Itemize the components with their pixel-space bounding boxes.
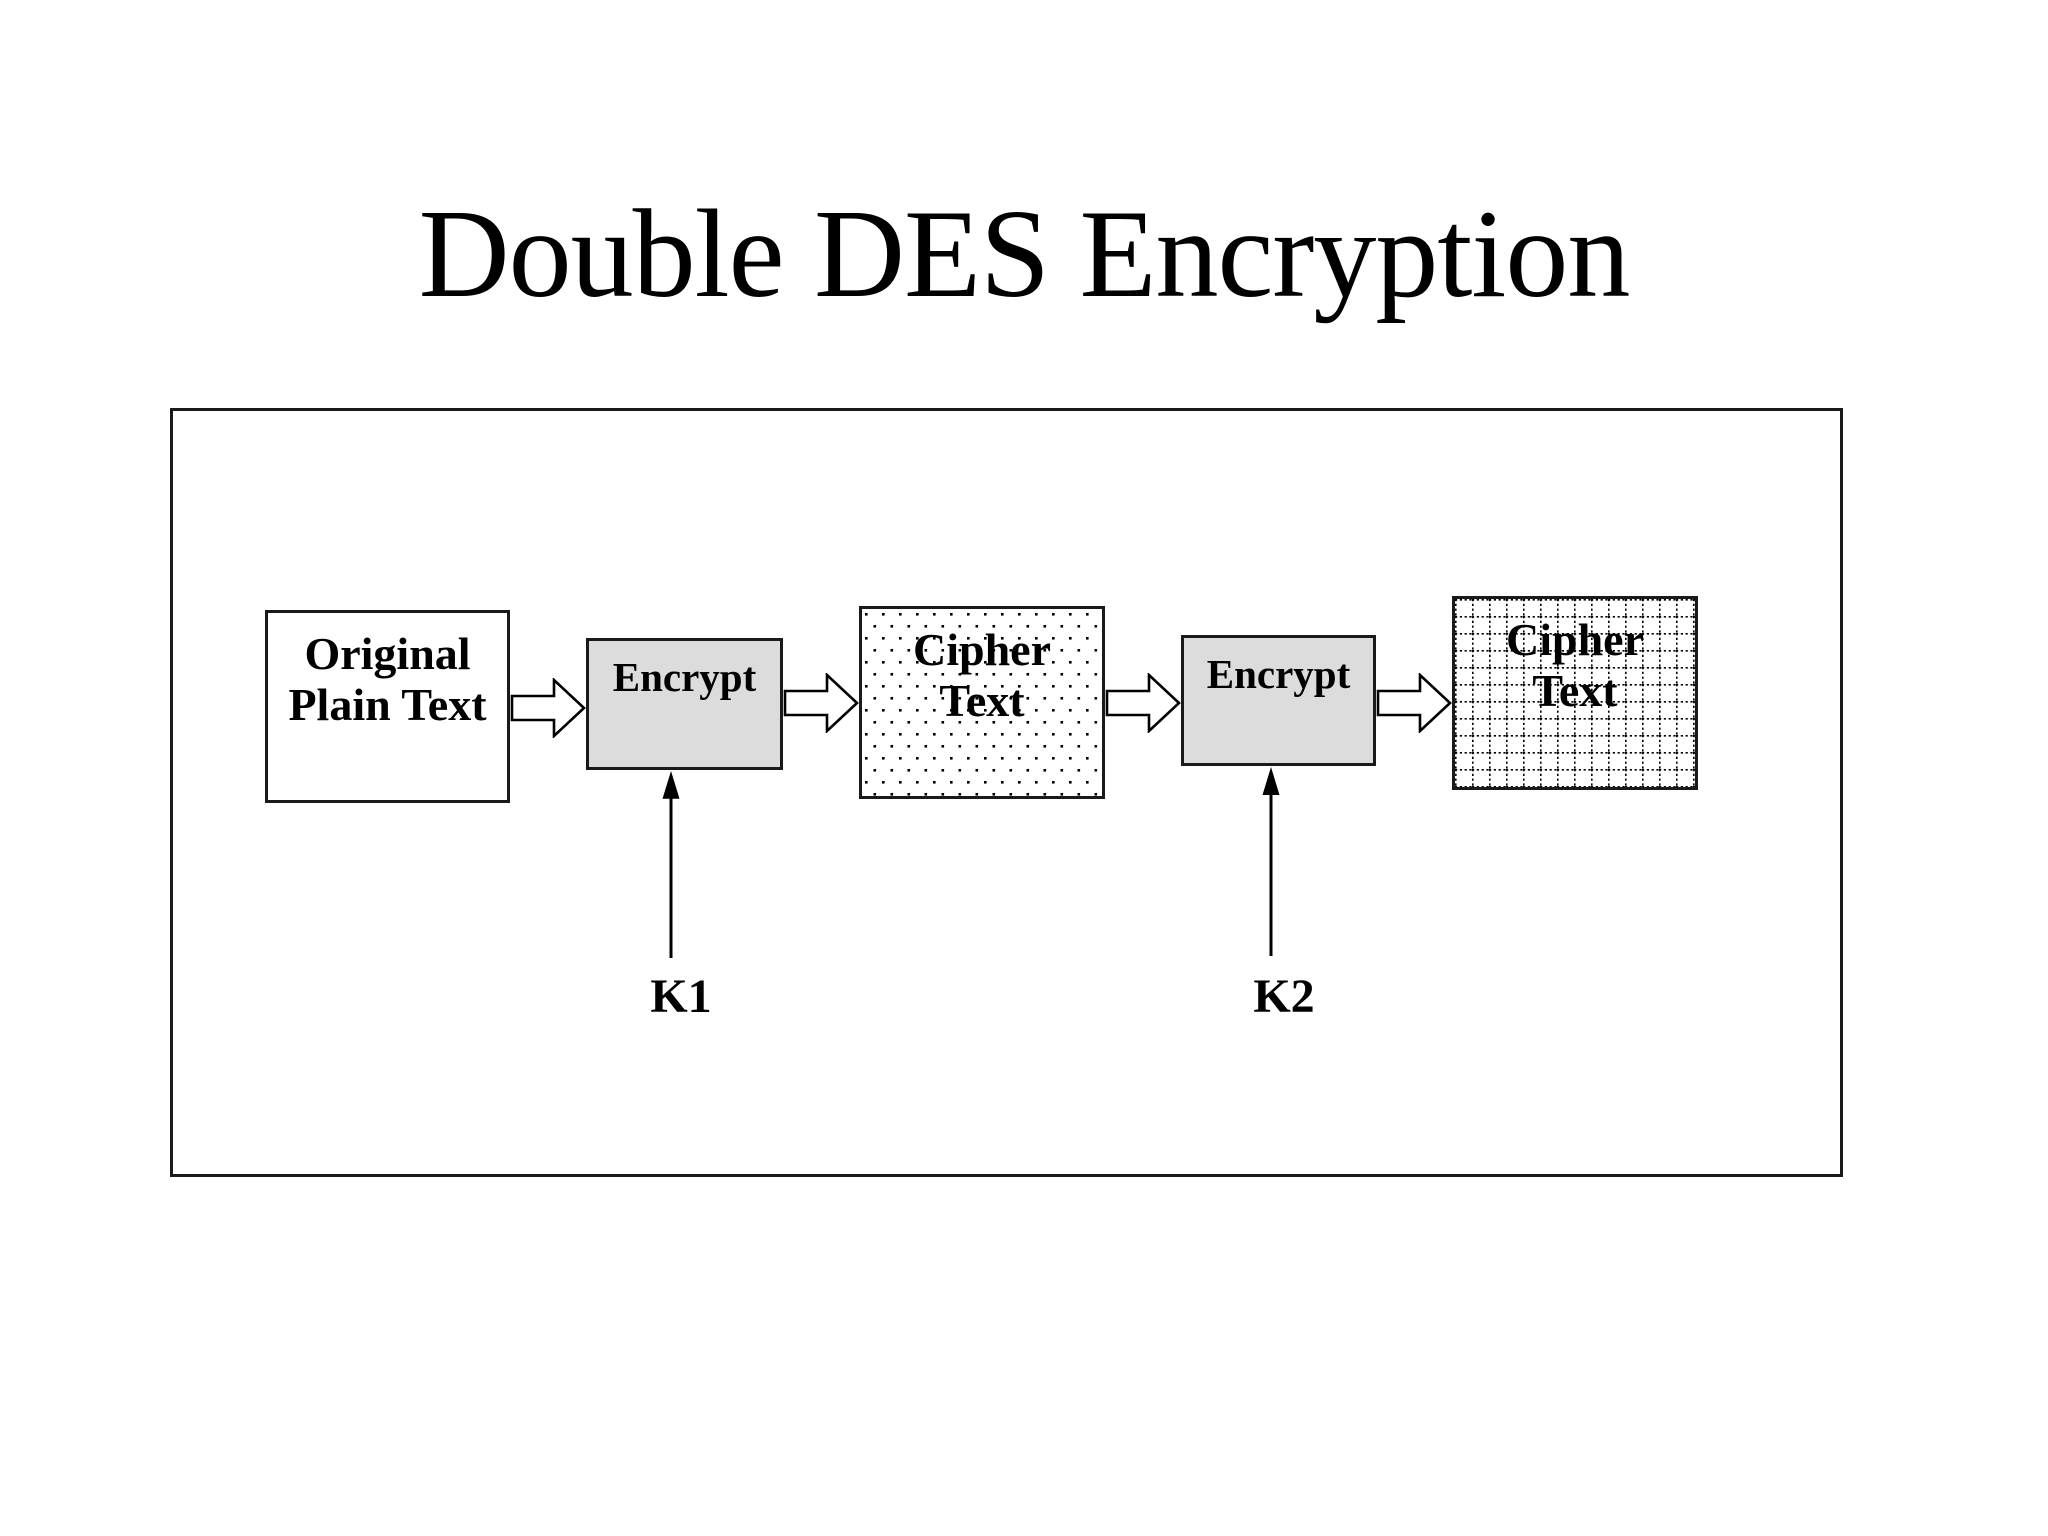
cipher-text-box-2: Cipher Text: [1452, 596, 1698, 790]
cipher-text-line1: Cipher: [1506, 614, 1644, 665]
block-arrow-right-icon: [1105, 673, 1181, 733]
block-arrow-right-icon: [510, 678, 586, 738]
encrypt-label-1: Encrypt: [612, 654, 757, 700]
original-plain-text-line1: Original: [304, 628, 471, 679]
cipher-text-line2: Text: [1532, 665, 1618, 716]
page-title: Double DES Encryption: [418, 185, 1631, 324]
encrypt-box-1: Encrypt: [586, 638, 783, 770]
original-plain-text-line2: Plain Text: [288, 679, 487, 730]
dot-pattern-fill: [862, 609, 1102, 796]
original-plain-text-box: Original Plain Text: [265, 610, 510, 803]
key1-label: K1: [650, 970, 712, 1023]
cipher-text-line1: Cipher: [913, 624, 1051, 675]
encrypt-box-2: Encrypt: [1181, 635, 1376, 766]
key1-up-arrow-icon: [662, 770, 680, 959]
diagram-frame: Original Plain Text Encrypt: [170, 408, 1843, 1177]
block-arrow-right-icon: [1376, 673, 1452, 733]
grid-pattern-fill: [1455, 599, 1695, 787]
key2-label: K2: [1253, 970, 1315, 1023]
key2-up-arrow-icon: [1262, 767, 1280, 956]
encrypt-label-2: Encrypt: [1206, 651, 1351, 697]
block-arrow-right-icon: [783, 673, 859, 733]
cipher-text-box-1: Cipher Text: [859, 606, 1105, 799]
cipher-text-line2: Text: [939, 675, 1025, 726]
